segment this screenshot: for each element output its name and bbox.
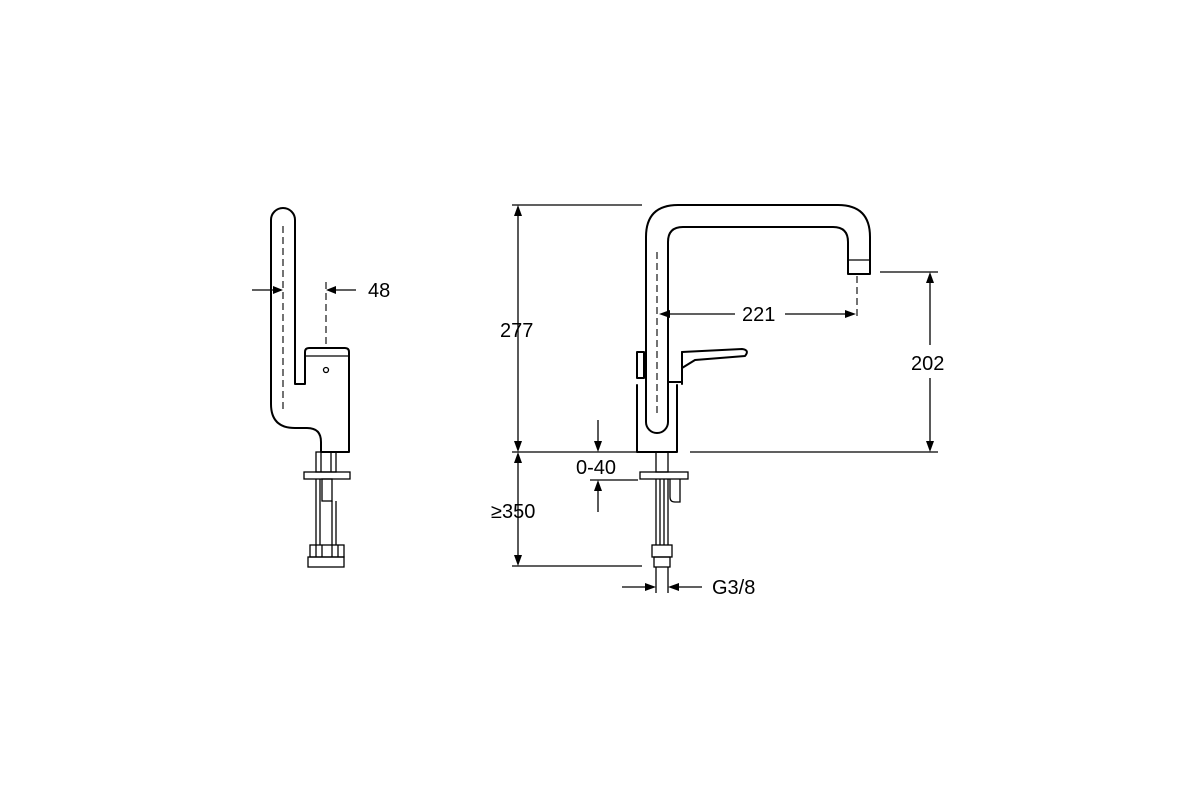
front-view-lever-knob — [636, 351, 645, 379]
dim-202-label: 202 — [911, 353, 944, 375]
front-view-mounting-plate — [639, 471, 689, 480]
dim-221-label: 221 — [742, 304, 775, 326]
front-view-nut — [669, 479, 681, 503]
side-view-hose-fitting — [309, 544, 345, 558]
dim-350-label: ≥350 — [491, 501, 535, 523]
front-view-shank — [655, 451, 669, 473]
side-view-hose-end — [307, 556, 345, 568]
dim-277-label: 277 — [500, 320, 533, 342]
dim-0-40-label: 0-40 — [576, 457, 616, 479]
side-view-nut — [321, 478, 333, 502]
side-view-lever-pin — [322, 366, 330, 374]
side-view-body-outline — [270, 207, 350, 453]
front-view-hose-end — [653, 556, 671, 568]
front-view: 277 ≥350 0-40 221 202 G3/8 — [491, 204, 944, 599]
front-view-hose-fitting — [651, 544, 673, 558]
dim-g38-label: G3/8 — [712, 577, 755, 599]
side-view-dim-48-label: 48 — [368, 280, 390, 302]
side-view-dim-48-arrow-right — [326, 286, 336, 294]
front-view-lever-handle — [681, 348, 748, 369]
front-view-spout-outline — [645, 204, 871, 434]
side-view-dim-48-arrow-left — [273, 286, 283, 294]
side-view: 48 — [252, 207, 390, 568]
side-view-shank — [315, 451, 337, 473]
side-view-mounting-plate — [303, 471, 351, 480]
